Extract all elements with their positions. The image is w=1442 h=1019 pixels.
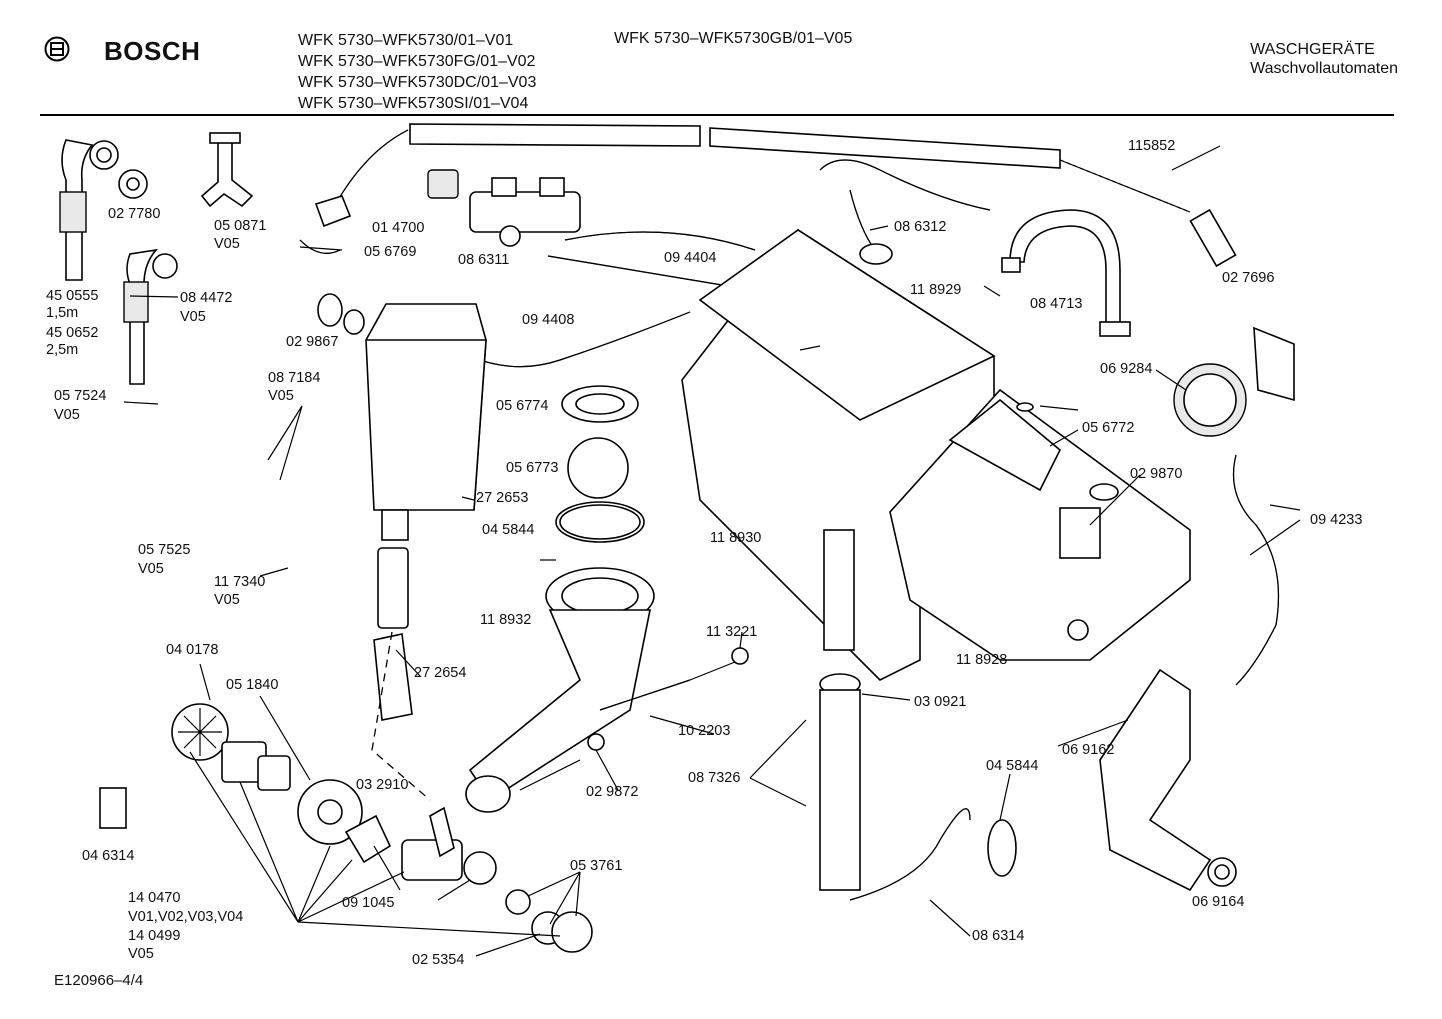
part-label: V05 — [138, 561, 164, 577]
wash-tub-housing-drawing — [681, 228, 1191, 681]
dispenser-tank-drawing — [365, 303, 487, 721]
document-id: E120966–4/4 — [54, 972, 144, 989]
part-label: 05 6774 — [496, 398, 549, 414]
part-label: 10 2203 — [678, 723, 731, 739]
part-label: 05 7525 — [138, 542, 191, 558]
category: WASCHGERÄTE Waschvollautomaten — [1250, 40, 1398, 78]
s-hose-drawing — [819, 159, 991, 265]
inlet-hose-drawing — [59, 139, 178, 385]
part-label: 05 3761 — [570, 858, 623, 874]
part-label: 05 7524 — [54, 388, 107, 404]
pump-assembly-drawing — [99, 631, 593, 953]
hose-clamp-drawing — [1001, 209, 1131, 337]
bosch-logo-icon — [44, 36, 70, 62]
sump-hose-drawing — [465, 609, 749, 813]
part-label: 09 4233 — [1310, 512, 1363, 528]
model-line: WFK 5730–WFK5730FG/01–V02 — [298, 53, 536, 70]
part-label: 115852 — [1128, 138, 1176, 154]
part-label: 05 1840 — [226, 677, 279, 693]
valve-block-drawing — [427, 169, 581, 247]
part-label: V05 — [268, 388, 294, 404]
part-label: 08 7326 — [688, 770, 741, 786]
part-label: 08 4713 — [1030, 296, 1083, 312]
part-label: 02 9872 — [586, 784, 639, 800]
part-label: V05 — [180, 309, 206, 325]
part-label: 14 0470 — [128, 890, 181, 906]
part-label: 09 4404 — [664, 250, 717, 266]
supply-hose-drawing — [314, 123, 1237, 268]
gasket-stack-drawing — [545, 385, 655, 625]
part-label: 05 6772 — [1082, 420, 1135, 436]
leader-lines — [123, 145, 1301, 957]
part-label: 04 5844 — [482, 522, 535, 538]
part-label: 03 0921 — [914, 694, 967, 710]
part-label: 02 7780 — [108, 206, 161, 222]
model-line-extra: WFK 5730–WFK5730GB/01–V05 — [614, 30, 853, 47]
part-label: 1,5m — [46, 305, 79, 321]
part-label: 01 4700 — [372, 220, 425, 236]
part-label: 09 1045 — [342, 895, 395, 911]
part-label: 02 9870 — [1130, 466, 1183, 482]
part-label: 27 2653 — [476, 490, 529, 506]
part-label: V05 — [214, 592, 240, 608]
brand-name: BOSCH — [104, 36, 201, 66]
part-label: 05 6773 — [506, 460, 559, 476]
part-label: 11 8928 — [956, 652, 1008, 668]
category-line2: Waschvollautomaten — [1250, 60, 1398, 77]
part-label: 04 0178 — [166, 642, 219, 658]
part-label: V01,V02,V03,V04 — [128, 909, 244, 925]
part-label: 11 7340 — [214, 574, 266, 590]
part-label: 02 5354 — [412, 952, 465, 968]
category-line1: WASCHGERÄTE — [1250, 41, 1375, 58]
drain-hose-drawing — [819, 673, 1017, 901]
pressure-switch-drawing — [1089, 326, 1295, 686]
part-label: 03 2910 — [356, 777, 409, 793]
part-label: 08 4472 — [180, 290, 233, 306]
part-label: V05 — [54, 407, 80, 423]
part-label: 06 9162 — [1062, 742, 1115, 758]
part-label: 02 9867 — [286, 334, 339, 350]
part-label: 08 6312 — [894, 219, 947, 235]
part-label: 05 0871 — [214, 218, 267, 234]
part-label: 09 4408 — [522, 312, 575, 328]
part-label: 06 9284 — [1100, 361, 1153, 377]
part-label: 14 0499 — [128, 928, 181, 944]
model-list: WFK 5730–WFK5730/01–V01 WFK 5730–WFK5730… — [298, 30, 536, 114]
part-label: 11 8932 — [480, 612, 532, 628]
part-label: 2,5m — [46, 342, 79, 358]
part-label: V05 — [128, 946, 154, 962]
header-divider — [40, 114, 1394, 116]
model-line: WFK 5730–WFK5730DC/01–V03 — [298, 74, 537, 91]
part-label: 27 2654 — [414, 665, 467, 681]
part-label: 02 7696 — [1222, 270, 1275, 286]
model-line: WFK 5730–WFK5730SI/01–V04 — [298, 95, 529, 112]
part-label: 04 6314 — [82, 848, 135, 864]
y-connector-drawing — [200, 132, 254, 208]
part-label: 08 6311 — [458, 252, 510, 268]
model-line: WFK 5730–WFK5730/01–V01 — [298, 32, 514, 49]
mounting-bracket-drawing — [1099, 668, 1237, 892]
part-label: 08 7184 — [268, 370, 321, 386]
part-label: 05 6769 — [364, 244, 417, 260]
part-label: 06 9164 — [1192, 894, 1245, 910]
part-label: 45 0555 — [46, 288, 99, 304]
part-label: 11 8930 — [710, 530, 762, 546]
part-label: 45 0652 — [46, 325, 99, 341]
part-label: 04 5844 — [986, 758, 1039, 774]
part-label: 08 6314 — [972, 928, 1025, 944]
part-label: 11 3221 — [706, 624, 758, 640]
part-label: 11 8929 — [910, 282, 962, 298]
part-label: V05 — [214, 236, 240, 252]
